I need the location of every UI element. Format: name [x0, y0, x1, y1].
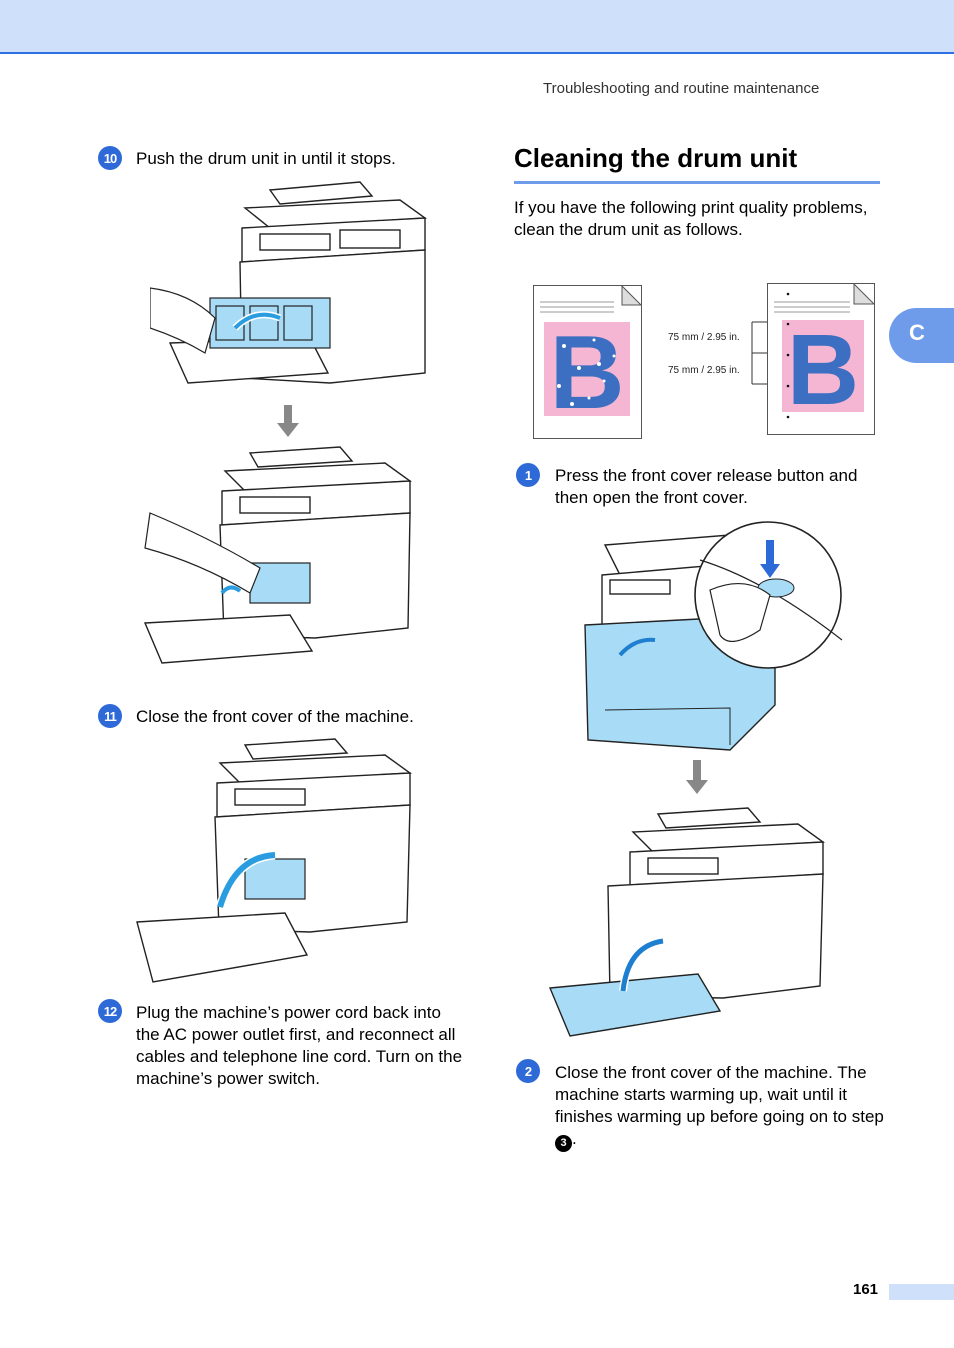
section-intro: If you have the following print quality … — [514, 198, 868, 239]
svg-text:B: B — [549, 315, 624, 431]
page-number: 161 — [853, 1281, 879, 1298]
sample-print-spotted: B — [533, 285, 642, 439]
dimension-label-1: 75 mm / 2.95 in. — [668, 332, 740, 343]
step-2-body: Close the front cover of the machine. Th… — [555, 1063, 884, 1126]
page-number-bar — [889, 1284, 954, 1300]
chapter-tab[interactable]: C — [889, 308, 954, 363]
section-title: Cleaning the drum unit — [514, 143, 798, 173]
step-number-10: 10 — [98, 146, 122, 170]
step-2-end: . — [572, 1129, 577, 1148]
step-number-1: 1 — [516, 463, 540, 487]
top-band — [0, 0, 954, 54]
step-1-text: Press the front cover release button and… — [555, 466, 858, 507]
dimension-label-2: 75 mm / 2.95 in. — [668, 365, 740, 376]
svg-text:B: B — [787, 314, 859, 426]
title-underline — [514, 181, 880, 184]
step-ref-3[interactable]: 3 — [555, 1135, 572, 1152]
printer-front-open-illustration — [143, 446, 413, 664]
step-number-12: 12 — [98, 999, 122, 1023]
printer-open-cover-blue-illustration — [548, 807, 826, 1037]
down-arrow-icon — [686, 760, 708, 794]
printer-close-cover-illustration — [136, 738, 413, 983]
step-2-text: Close the front cover of the machine. Th… — [555, 1062, 890, 1152]
step-number-2: 2 — [516, 1059, 540, 1083]
sample-print-periodic: B — [767, 283, 875, 435]
step-number-11: 11 — [98, 704, 122, 728]
step-11-text: Close the front cover of the machine. — [136, 707, 414, 726]
printer-drum-insert-illustration — [150, 181, 427, 384]
chapter-tab-label: C — [909, 320, 925, 345]
front-cover-release-illustration — [584, 521, 843, 751]
step-10-text: Push the drum unit in until it stops. — [136, 149, 396, 168]
step-12-text: Plug the machine’s power cord back into … — [136, 1003, 463, 1088]
running-header: Troubleshooting and routine maintenance — [543, 80, 820, 97]
down-arrow-icon — [277, 405, 299, 437]
